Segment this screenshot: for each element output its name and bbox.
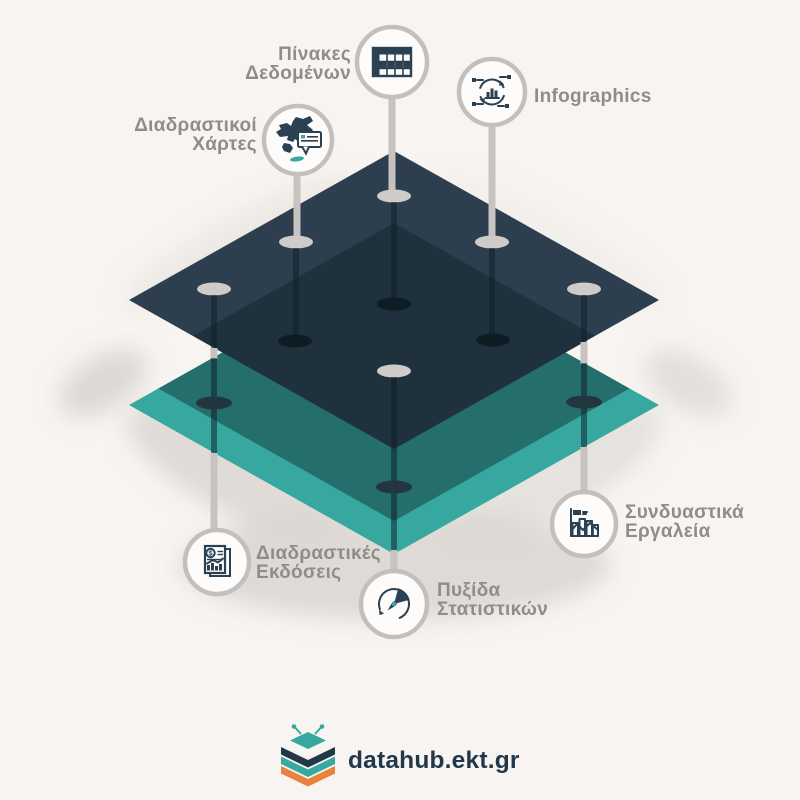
pin-interactive-maps [278, 176, 313, 348]
pin-infographics [475, 127, 510, 347]
node-interactive-publications: $ Διαδραστικές Εκδόσεις [182, 527, 381, 597]
node-data-tables: Πίνακες Δεδομένων [245, 24, 430, 100]
logo-head [290, 732, 326, 749]
node-label: Στατιστικών [437, 599, 548, 620]
logo-chevron-orange [281, 766, 335, 787]
infographics-icon [472, 75, 511, 108]
node-label: Διαδραστικοί [134, 115, 257, 136]
logo-chevron-teal [281, 756, 335, 777]
logo-antennae [294, 726, 322, 735]
dollar-glyph: $ [209, 551, 213, 558]
pin-statistics-compass [376, 364, 412, 570]
node-combination-tools: Συνδυαστικά Εργαλεία [549, 489, 744, 559]
brand-text: datahub.ekt.gr [348, 747, 520, 774]
callout-marks [472, 75, 511, 108]
publications-icon: $ [203, 544, 231, 577]
node-interactive-maps: Διαδραστικοί Χάρτες [134, 103, 335, 177]
node-label: Χάρτες [192, 134, 257, 155]
pin-combination-tools [566, 282, 602, 491]
datahub-logo: datahub.ekt.gr [281, 724, 520, 787]
node-label: Πίνακες [278, 44, 351, 65]
pins [196, 96, 602, 570]
node-label: Διαδραστικές [256, 543, 381, 564]
pin-interactive-publications [196, 282, 232, 529]
pin-data-tables [377, 96, 411, 311]
table-icon [371, 46, 413, 78]
node-statistics-compass: Πυξίδα Στατιστικών [358, 568, 548, 640]
logo-chevron-navy [281, 747, 335, 768]
node-infographics: Infographics [456, 56, 652, 128]
node-label: Συνδυαστικά [625, 502, 744, 523]
node-label: Εργαλεία [625, 521, 711, 542]
logo-mark [281, 724, 335, 787]
combined-tools-icon [570, 508, 599, 537]
node-label: Δεδομένων [245, 63, 351, 84]
compass-icon [378, 588, 410, 620]
node-label: Infographics [534, 86, 652, 107]
node-label: Εκδόσεις [256, 562, 341, 583]
node-label: Πυξίδα [437, 580, 501, 601]
greece-map-icon [276, 116, 322, 162]
